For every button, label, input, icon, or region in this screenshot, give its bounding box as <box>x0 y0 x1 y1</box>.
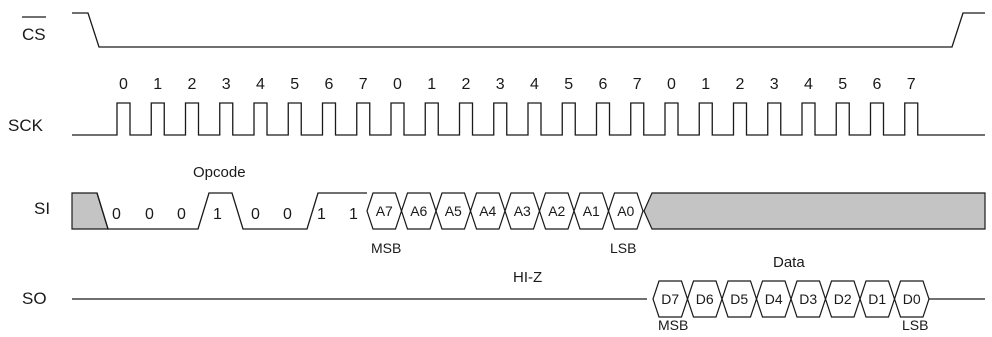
sck-label: SCK <box>8 116 44 135</box>
si-label: SI <box>34 199 50 218</box>
opcode-bit: 1 <box>317 206 326 223</box>
opcode-bit: 0 <box>145 206 154 223</box>
clock-label: 0 <box>393 76 402 93</box>
data-bit-label: D0 <box>903 291 921 307</box>
opcode-bit: 0 <box>251 206 260 223</box>
address-bit-label: A4 <box>479 203 496 219</box>
so-label: SO <box>22 289 47 308</box>
data-bit-label: D6 <box>696 291 714 307</box>
data-bit-label: D4 <box>765 291 783 307</box>
data-bit-label: D3 <box>799 291 817 307</box>
data-bit-label: D5 <box>730 291 748 307</box>
clock-label: 2 <box>462 76 471 93</box>
data-cells: D7 D6 D5 D4 D3 D2 D1 D0 <box>652 280 930 318</box>
opcode-bit: 1 <box>349 206 358 223</box>
si-dont-care-right <box>643 192 986 230</box>
clock-label: 0 <box>667 76 676 93</box>
address-bit-label: A3 <box>514 203 531 219</box>
clock-label: 6 <box>325 76 334 93</box>
clock-label: 4 <box>256 76 265 93</box>
clock-labels: 0 1 2 3 4 5 6 7 0 1 2 3 4 5 6 7 0 1 2 3 4 5 6 7 <box>119 76 916 93</box>
opcode-bit: 1 <box>213 206 222 223</box>
clock-label: 2 <box>188 76 197 93</box>
clock-label: 5 <box>564 76 573 93</box>
address-bit-label: A6 <box>410 203 427 219</box>
address-msb-label: MSB <box>371 240 401 256</box>
clock-label: 1 <box>153 76 162 93</box>
clock-label: 7 <box>633 76 642 93</box>
opcode-title: Opcode <box>193 164 246 181</box>
data-lsb-label: LSB <box>902 317 928 333</box>
clock-label: 4 <box>804 76 813 93</box>
clock-label: 5 <box>290 76 299 93</box>
clock-label: 3 <box>770 76 779 93</box>
data-title: Data <box>773 254 805 271</box>
address-cells: A7 A6 A5 A4 A3 A2 A1 A0 <box>366 192 644 230</box>
address-cell <box>607 192 644 230</box>
address-bit-label: A7 <box>376 203 393 219</box>
clock-label: 0 <box>119 76 128 93</box>
clock-label: 5 <box>838 76 847 93</box>
data-msb-label: MSB <box>658 317 688 333</box>
opcode-bit: 0 <box>112 206 121 223</box>
data-bit-label: D7 <box>661 291 679 307</box>
clock-label: 1 <box>701 76 710 93</box>
clock-label: 6 <box>873 76 882 93</box>
so-hiz-label: HI-Z <box>513 269 542 286</box>
cs-waveform <box>72 12 985 48</box>
si-opcode-waveform <box>96 192 367 230</box>
clock-label: 6 <box>599 76 608 93</box>
opcode-bits: 0 0 0 1 0 0 1 1 <box>112 206 358 223</box>
clock-label: 7 <box>907 76 916 93</box>
address-lsb-label: LSB <box>610 240 636 256</box>
data-bit-label: D2 <box>834 291 852 307</box>
sck-waveform <box>72 102 985 136</box>
clock-label: 4 <box>530 76 539 93</box>
cs-label: CS <box>22 25 46 44</box>
opcode-bit: 0 <box>283 206 292 223</box>
clock-label: 1 <box>427 76 436 93</box>
clock-label: 7 <box>359 76 368 93</box>
address-bit-label: A2 <box>548 203 565 219</box>
opcode-bit: 0 <box>177 206 186 223</box>
address-bit-label: A1 <box>583 203 600 219</box>
clock-label: 3 <box>496 76 505 93</box>
address-bit-label: A0 <box>617 203 634 219</box>
address-bit-label: A5 <box>445 203 462 219</box>
clock-label: 3 <box>222 76 231 93</box>
data-bit-label: D1 <box>868 291 886 307</box>
clock-label: 2 <box>736 76 745 93</box>
